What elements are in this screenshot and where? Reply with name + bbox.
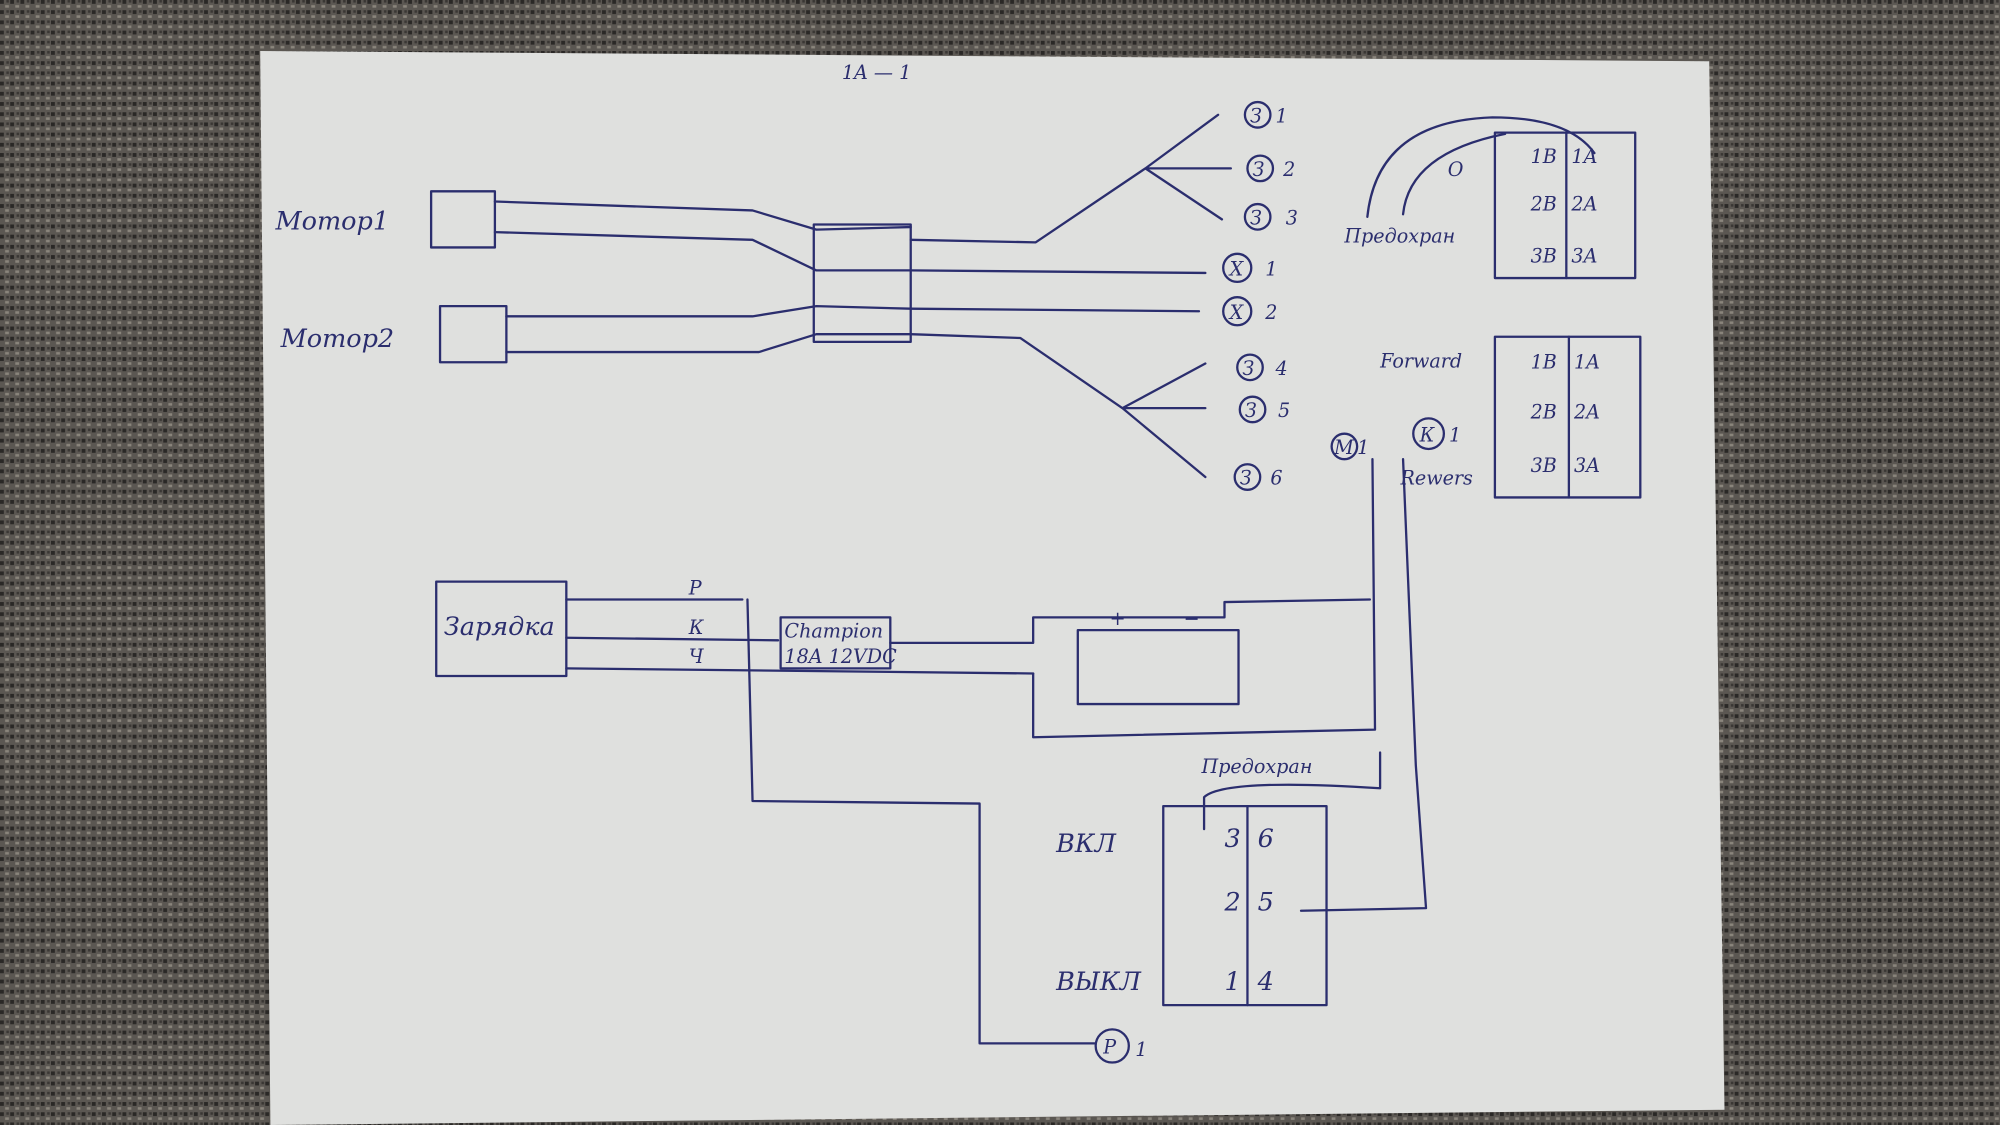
svg-text:З: З: [1240, 467, 1252, 490]
forward-label: Forward: [1379, 349, 1462, 372]
motor-1-label: Мотор1: [275, 207, 390, 237]
svg-text:O: O: [1448, 158, 1464, 181]
battery: Champion 18A 12VDC + −: [779, 458, 1377, 739]
svg-text:М: М: [1333, 436, 1354, 459]
svg-text:Р: Р: [1102, 1036, 1117, 1059]
svg-text:2: 2: [1282, 158, 1295, 181]
svg-text:3B: 3B: [1531, 245, 1557, 268]
svg-text:Х: Х: [1228, 301, 1245, 324]
charger: Зарядка Р К Ч: [435, 576, 1035, 678]
svg-text:1B: 1B: [1531, 145, 1557, 168]
switch-forward-reverse: Forward Rewers 1B 1A 2B 2A 3B 3A: [1379, 335, 1642, 499]
svg-text:2: 2: [1264, 301, 1277, 324]
svg-text:18A 12VDC: 18A 12VDC: [784, 645, 897, 668]
svg-text:1: 1: [1265, 258, 1277, 281]
svg-text:1: 1: [1276, 104, 1288, 127]
svg-text:3A: 3A: [1571, 245, 1597, 268]
svg-text:3: 3: [1224, 824, 1240, 854]
paper-sheet: [260, 51, 1725, 1125]
svg-text:1: 1: [1449, 423, 1461, 446]
svg-text:Champion: Champion: [784, 620, 883, 643]
svg-text:1: 1: [1224, 967, 1240, 997]
svg-text:3: 3: [1286, 206, 1298, 229]
svg-text:2: 2: [1223, 888, 1240, 918]
svg-text:З: З: [1253, 158, 1265, 181]
svg-text:Зарядка: Зарядка: [444, 612, 555, 642]
fuse-top: O Предохран: [1343, 116, 1596, 247]
svg-text:З: З: [1242, 357, 1254, 380]
svg-text:1: 1: [1357, 436, 1369, 459]
motor-1: Мотор1: [275, 190, 912, 272]
svg-text:Х: Х: [1228, 258, 1245, 281]
svg-text:4: 4: [1257, 967, 1274, 997]
svg-text:Ч: Ч: [689, 645, 705, 668]
svg-text:2A: 2A: [1570, 192, 1597, 215]
svg-text:К: К: [688, 616, 705, 639]
svg-text:4: 4: [1275, 357, 1288, 380]
on-label: ВКЛ: [1055, 829, 1116, 859]
svg-text:2A: 2A: [1573, 400, 1600, 423]
svg-text:1: 1: [1135, 1038, 1147, 1061]
power-switch-fuse-label: Предохран: [1201, 755, 1313, 778]
svg-text:З: З: [1250, 206, 1262, 229]
svg-text:3A: 3A: [1574, 454, 1600, 477]
svg-text:Р: Р: [688, 576, 703, 599]
svg-text:−: −: [1184, 607, 1200, 630]
junction-block: [812, 223, 912, 343]
svg-text:5: 5: [1258, 888, 1274, 918]
off-label: ВЫКЛ: [1055, 967, 1142, 997]
svg-text:5: 5: [1278, 399, 1290, 422]
switch-top: 1B 1A 2B 2A 3B 3A: [1493, 131, 1637, 280]
motor-2-label: Мотор2: [280, 324, 395, 354]
svg-text:1A: 1A: [1574, 351, 1600, 374]
svg-text:1B: 1B: [1531, 351, 1557, 374]
svg-text:Предохран: Предохран: [1343, 224, 1455, 247]
svg-text:+: +: [1110, 607, 1126, 630]
svg-text:6: 6: [1258, 824, 1274, 854]
svg-text:3B: 3B: [1531, 454, 1557, 477]
svg-text:К: К: [1419, 423, 1436, 446]
svg-text:З: З: [1245, 399, 1257, 422]
svg-text:1A: 1A: [1571, 145, 1597, 168]
svg-text:З: З: [1250, 104, 1262, 127]
top-note: 1A — 1: [842, 61, 911, 84]
reverse-label: Rewers: [1400, 467, 1474, 490]
svg-text:2B: 2B: [1530, 192, 1557, 215]
motor-2: Мотор2: [280, 304, 912, 364]
svg-text:2B: 2B: [1530, 400, 1557, 423]
svg-text:6: 6: [1270, 467, 1282, 490]
